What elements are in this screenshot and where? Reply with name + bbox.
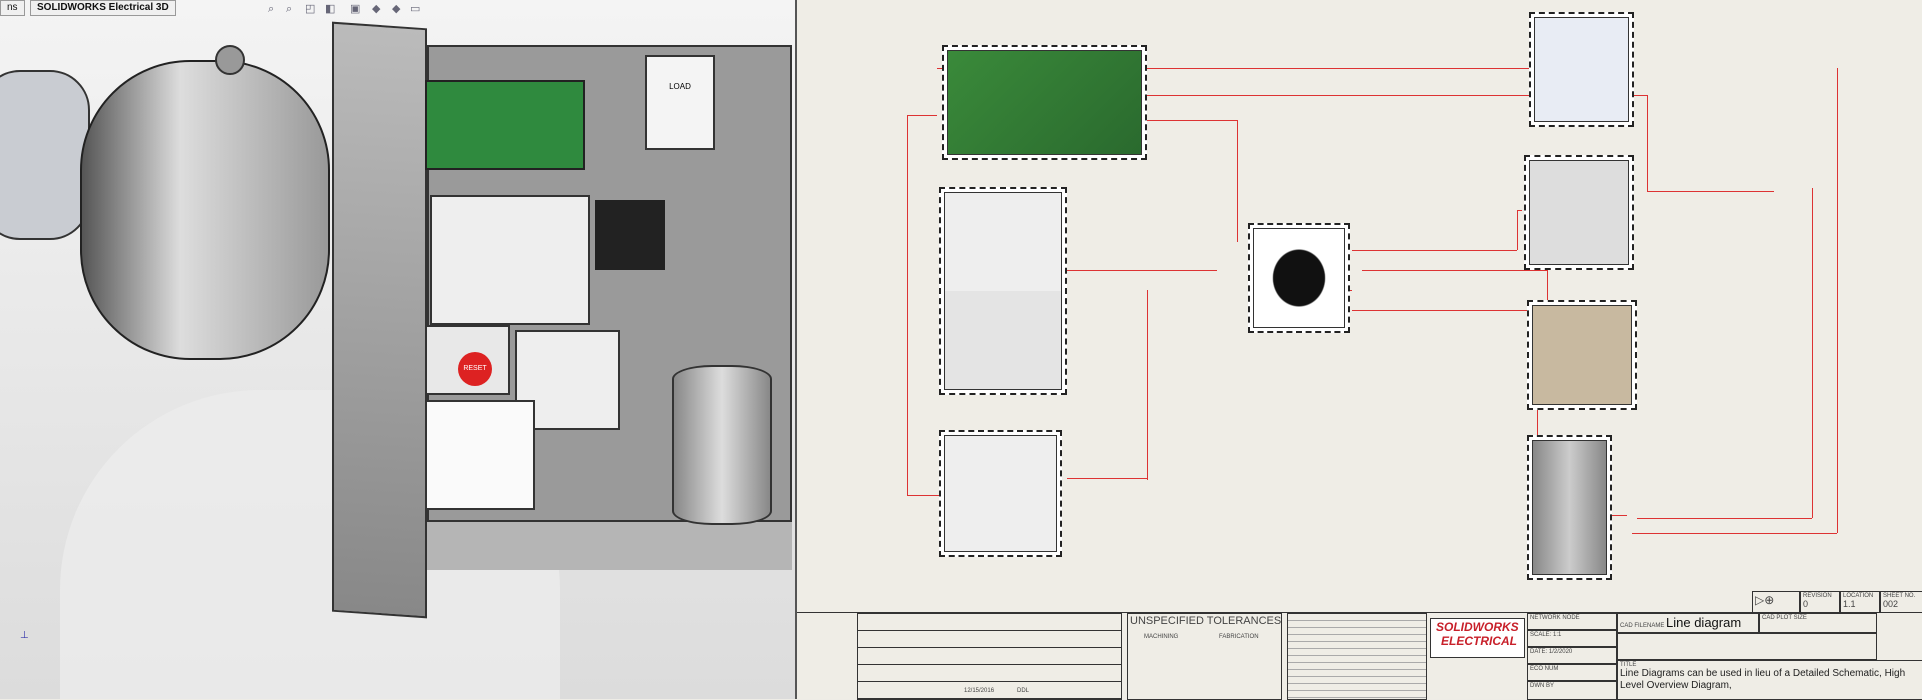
load-switch: LOAD bbox=[645, 55, 715, 150]
axis-triad-icon: ⊥ bbox=[20, 630, 29, 641]
section-icon[interactable]: ◧ bbox=[325, 3, 336, 15]
wire-connection bbox=[907, 115, 937, 116]
motor-shaft bbox=[215, 45, 245, 75]
revision-date: 12/15/2016 bbox=[964, 688, 995, 694]
component-relay[interactable] bbox=[1529, 12, 1634, 127]
wire-connection bbox=[907, 115, 908, 495]
component-terminal-block[interactable] bbox=[1248, 223, 1350, 333]
wire-connection bbox=[1362, 270, 1547, 271]
component-motor-starter[interactable] bbox=[939, 187, 1067, 395]
monitor-icon[interactable]: ▭ bbox=[410, 3, 421, 15]
component-control-board[interactable] bbox=[942, 45, 1147, 160]
capacitor bbox=[672, 365, 772, 525]
zoom-icon[interactable]: ⌕ bbox=[286, 3, 293, 15]
wire-connection bbox=[1812, 188, 1813, 518]
search-icon[interactable]: ⌕ bbox=[268, 3, 275, 15]
wire-connection bbox=[1517, 210, 1522, 211]
reset-button: RESET bbox=[458, 352, 492, 386]
motor-endcap bbox=[0, 70, 90, 240]
wire-connection bbox=[1537, 310, 1538, 515]
wire-connection bbox=[1067, 478, 1147, 479]
3d-viewport[interactable]: ns SOLIDWORKS Electrical 3D ⌕ ⌕ ◰ ◧ ▣ ◆ … bbox=[0, 0, 795, 699]
wire-connection bbox=[1837, 68, 1838, 533]
display-icon[interactable]: ▣ bbox=[350, 3, 361, 15]
projection-symbol-icon: ▷⊕ bbox=[1752, 591, 1800, 613]
title-block: 12/15/2016 DDL UNSPECIFIED TOLERANCES MA… bbox=[797, 591, 1922, 700]
cad-filename: CAD FILENAME Line diagram bbox=[1617, 613, 1759, 633]
revision-table bbox=[857, 613, 1122, 700]
proprietary-notice bbox=[1287, 613, 1427, 700]
view-icon[interactable]: ◰ bbox=[305, 3, 316, 15]
wire-connection bbox=[1067, 270, 1217, 271]
tolerances-title: UNSPECIFIED TOLERANCES bbox=[1127, 613, 1282, 700]
component-capacitor[interactable] bbox=[1527, 435, 1612, 580]
wire-connection bbox=[1147, 95, 1647, 96]
wire-connection bbox=[1147, 120, 1237, 121]
wire-connection bbox=[1237, 120, 1238, 242]
revision-approver: DDL bbox=[1017, 688, 1030, 694]
enclosure-floor bbox=[427, 520, 792, 570]
tab-solidworks-electrical-3d[interactable]: SOLIDWORKS Electrical 3D bbox=[30, 0, 176, 16]
solidworks-electrical-logo: SOLIDWORKS ELECTRICAL bbox=[1430, 618, 1525, 658]
component-compressor-contactor[interactable] bbox=[939, 430, 1062, 557]
wire-connection bbox=[1647, 191, 1774, 192]
component-transformer[interactable] bbox=[1527, 300, 1637, 410]
transformer bbox=[425, 400, 535, 510]
wire-connection bbox=[1632, 533, 1837, 534]
fabrication-label: FABRICATION bbox=[1219, 634, 1259, 640]
appearance-icon[interactable]: ◆ bbox=[372, 3, 381, 15]
wire-connection bbox=[1352, 250, 1517, 251]
terminal-block bbox=[595, 200, 665, 270]
wire-connection bbox=[1517, 210, 1518, 250]
enclosure-side-panel bbox=[332, 21, 427, 619]
scene-icon[interactable]: ◆ bbox=[392, 3, 401, 15]
tab-partial[interactable]: ns bbox=[0, 0, 25, 16]
contactor-1 bbox=[430, 195, 590, 325]
line-diagram-sheet: 12/15/2016 DDL UNSPECIFIED TOLERANCES MA… bbox=[795, 0, 1922, 700]
wire-connection bbox=[937, 68, 1537, 69]
motor-body bbox=[80, 60, 330, 360]
wire-connection bbox=[907, 495, 939, 496]
component-switch[interactable] bbox=[1524, 155, 1634, 270]
machining-label: MACHINING bbox=[1144, 634, 1179, 640]
wire-connection bbox=[1637, 518, 1812, 519]
wire-connection bbox=[1647, 95, 1648, 191]
pcb-board bbox=[425, 80, 585, 170]
wire-connection bbox=[1147, 290, 1148, 480]
wire-connection bbox=[1352, 310, 1537, 311]
